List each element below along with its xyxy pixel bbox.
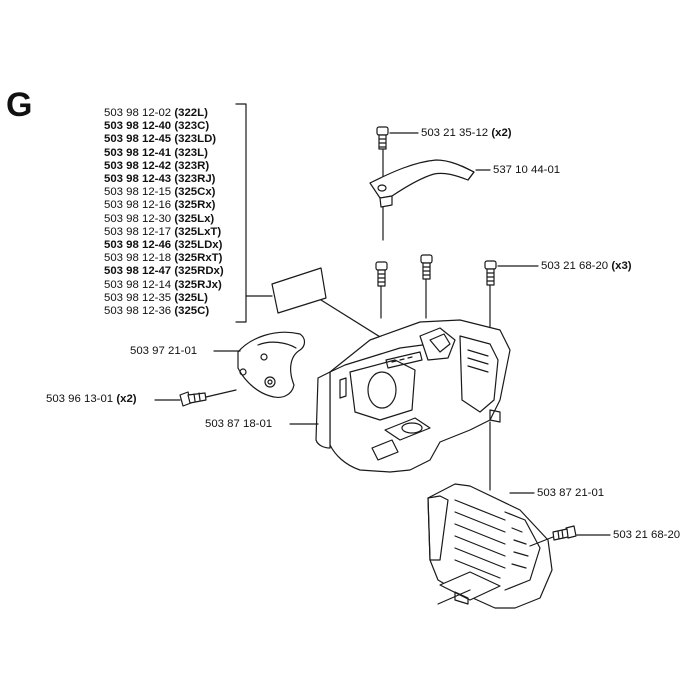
kit-list-item: 503 98 12-15 (325Cx) bbox=[104, 186, 224, 199]
kit-model: (325RxT) bbox=[174, 252, 223, 265]
kit-model: (323L) bbox=[174, 146, 208, 159]
kit-list-item: 503 98 12-40 (323C) bbox=[104, 120, 224, 133]
main-cover-part bbox=[315, 319, 511, 473]
callout-left-cover-part: 503 97 21-01 bbox=[130, 345, 198, 357]
decal-label-part bbox=[271, 267, 327, 314]
kit-list-item: 503 98 12-47 (325RDx) bbox=[104, 265, 224, 278]
decal-leader bbox=[320, 299, 386, 341]
cover-screw-1 bbox=[375, 261, 388, 287]
bracket-part bbox=[369, 159, 475, 208]
callout-cylinder-cover-part: 503 87 21-01 bbox=[537, 487, 605, 499]
kit-model: (323R) bbox=[174, 159, 210, 172]
callout-top-screw-part: 503 21 35-12 bbox=[421, 127, 489, 139]
kit-part-number: 503 98 12-42 bbox=[104, 159, 172, 172]
callout-right-screw: 503 21 68-20 bbox=[613, 529, 680, 542]
kit-model: (325Rx) bbox=[174, 199, 216, 212]
kit-list-bracket bbox=[235, 103, 247, 323]
kit-model: (323LD) bbox=[174, 133, 217, 146]
kit-model: (325L) bbox=[174, 291, 208, 304]
callout-cover-screws-qty: (x3) bbox=[611, 260, 632, 272]
callout-left-screw-part: 503 96 13-01 bbox=[46, 393, 114, 405]
kit-model: (323RJ) bbox=[174, 173, 216, 186]
kit-model: (325RJx) bbox=[174, 278, 222, 291]
kit-list-item: 503 98 12-02 (322L) bbox=[104, 107, 224, 120]
kit-part-number: 503 98 12-30 bbox=[104, 212, 172, 225]
kit-part-number: 503 98 12-46 bbox=[104, 239, 172, 252]
kit-part-number: 503 98 12-47 bbox=[104, 265, 172, 278]
kit-part-number: 503 98 12-45 bbox=[104, 133, 172, 146]
kit-list-item: 503 98 12-35 (325L) bbox=[104, 292, 224, 305]
kit-part-number: 503 98 12-43 bbox=[104, 173, 172, 186]
callout-top-screw: 503 21 35-12 (x2) bbox=[421, 127, 512, 140]
kit-part-number: 503 98 12-40 bbox=[104, 120, 172, 133]
kit-list-item: 503 98 12-45 (323LD) bbox=[104, 133, 224, 146]
kit-part-number: 503 98 12-02 bbox=[104, 107, 172, 119]
kit-list-item: 503 98 12-17 (325LxT) bbox=[104, 226, 224, 239]
callout-cover-screws: 503 21 68-20 (x3) bbox=[541, 260, 632, 273]
top-screw-part bbox=[376, 126, 389, 150]
kit-list-item: 503 98 12-41 (323L) bbox=[104, 147, 224, 160]
kit-list-item: 503 98 12-46 (325LDx) bbox=[104, 239, 224, 252]
kit-part-number: 503 98 12-14 bbox=[104, 278, 172, 291]
kit-model: (325Cx) bbox=[174, 186, 216, 199]
callout-top-screw-qty: (x2) bbox=[491, 127, 512, 139]
callout-left-cover: 503 97 21-01 bbox=[130, 345, 197, 358]
callout-main-cover: 503 87 18-01 bbox=[205, 418, 272, 431]
right-screw-part bbox=[552, 525, 577, 541]
kit-part-number: 503 98 12-35 bbox=[104, 291, 172, 304]
cylinder-cover-part bbox=[427, 483, 553, 609]
kit-part-number: 503 98 12-17 bbox=[104, 225, 172, 238]
callout-right-screw-part: 503 21 68-20 bbox=[613, 529, 681, 541]
kit-part-number: 503 98 12-18 bbox=[104, 252, 172, 265]
kit-part-number: 503 98 12-15 bbox=[104, 186, 172, 199]
left-screw-part bbox=[179, 391, 207, 407]
callout-bracket-part: 537 10 44-01 bbox=[493, 164, 561, 176]
kit-list-item: 503 98 12-30 (325Lx) bbox=[104, 213, 224, 226]
kit-model: (325C) bbox=[174, 305, 210, 318]
callout-cylinder-cover: 503 87 21-01 bbox=[537, 487, 604, 500]
kit-list-item: 503 98 12-43 (323RJ) bbox=[104, 173, 224, 186]
kit-part-number: 503 98 12-41 bbox=[104, 146, 172, 159]
kit-list-item: 503 98 12-36 (325C) bbox=[104, 305, 224, 318]
kit-list-item: 503 98 12-14 (325RJx) bbox=[104, 279, 224, 292]
section-letter: G bbox=[6, 86, 33, 124]
kit-model: (325LDx) bbox=[174, 239, 223, 252]
kit-model: (325Lx) bbox=[174, 212, 215, 225]
kit-model: (322L) bbox=[174, 107, 208, 119]
kit-part-number: 503 98 12-16 bbox=[104, 199, 172, 212]
callout-cover-screws-part: 503 21 68-20 bbox=[541, 260, 609, 272]
kit-part-number: 503 98 12-36 bbox=[104, 305, 172, 318]
callout-bracket: 537 10 44-01 bbox=[493, 164, 560, 177]
callout-left-screw-qty: (x2) bbox=[116, 393, 137, 405]
cover-screw-3 bbox=[484, 260, 497, 286]
cover-screw-2 bbox=[420, 254, 433, 280]
kit-part-list: 503 98 12-02 (322L)503 98 12-40 (323C)50… bbox=[104, 107, 224, 318]
callout-left-screw: 503 96 13-01 (x2) bbox=[46, 393, 137, 406]
kit-model: (323C) bbox=[174, 120, 210, 133]
callout-main-cover-part: 503 87 18-01 bbox=[205, 418, 273, 430]
kit-model: (325LxT) bbox=[174, 225, 222, 238]
kit-list-item: 503 98 12-42 (323R) bbox=[104, 160, 224, 173]
kit-list-item: 503 98 12-16 (325Rx) bbox=[104, 199, 224, 212]
left-cover-part bbox=[237, 331, 306, 398]
kit-list-item: 503 98 12-18 (325RxT) bbox=[104, 252, 224, 265]
kit-model: (325RDx) bbox=[174, 265, 224, 278]
